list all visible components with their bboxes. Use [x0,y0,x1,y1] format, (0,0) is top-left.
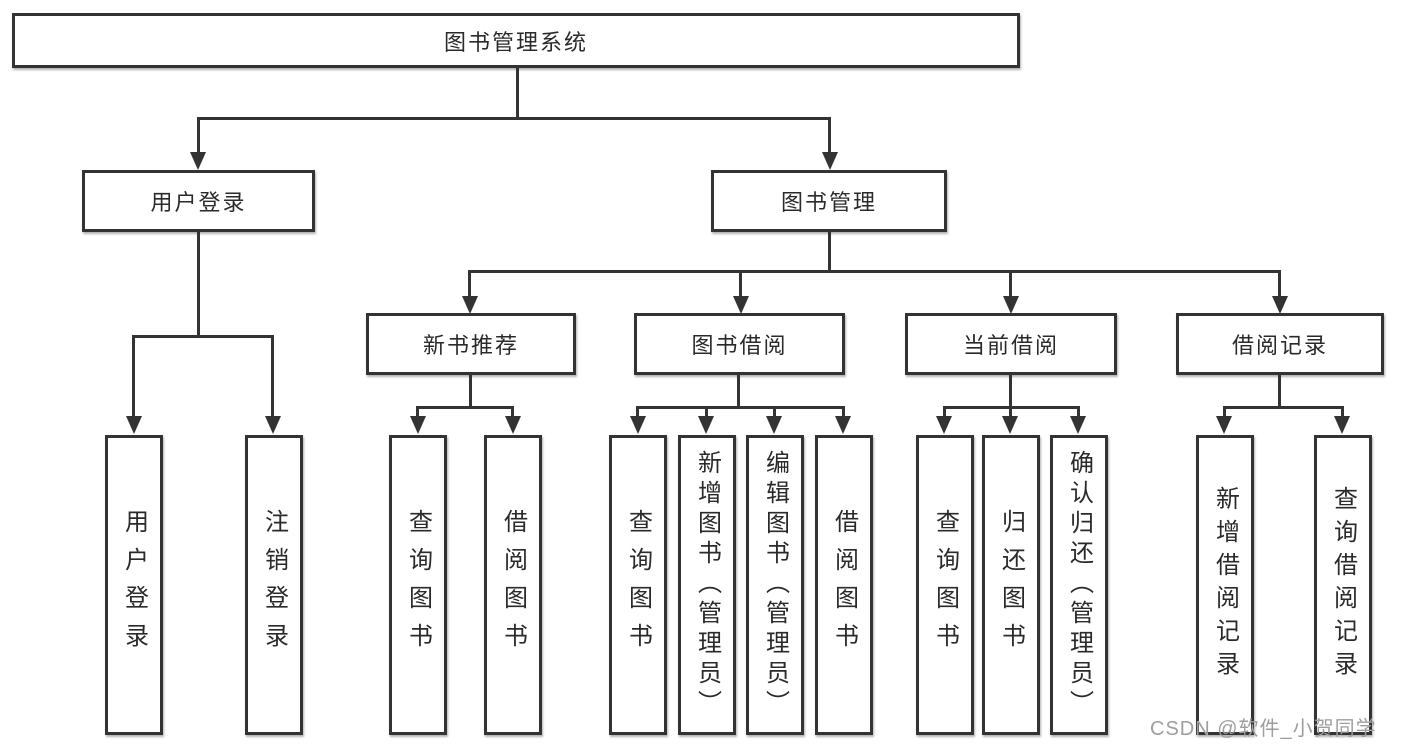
connector-book-mgmt-stem [828,232,831,272]
leaf-query-book-recommend: 查询图书 [389,435,447,735]
connector-root-stem [516,68,519,118]
connector-borrow-record-stem [1278,375,1281,408]
arrowhead-down-icon [1216,416,1232,434]
connector-book-borrow-stem [737,375,740,408]
arrowhead-down-icon [1003,296,1019,314]
connector-drop-leaf [1077,406,1080,418]
connector-new-book-hbar [416,406,514,409]
connector-drop-leaf [416,406,419,418]
leaf-user-login: 用户登录 [105,435,163,735]
connector-drop-leaf [132,335,135,417]
connector-drop-leaf [271,335,274,417]
leaf-borrow-book: 借阅图书 [815,435,873,735]
arrowhead-down-icon [630,416,646,434]
leaf-query-borrow-record: 查询借阅记录 [1314,435,1372,735]
arrowhead-down-icon [505,416,521,434]
arrowhead-down-icon [265,416,281,434]
node-borrow-record: 借阅记录 [1176,313,1384,375]
connector-drop-leaf [705,406,708,418]
connector-current-borrow-stem [1009,375,1012,408]
csdn-watermark: CSDN @软件_小贺同学 [1150,718,1377,740]
connector-drop-leaf [842,406,845,418]
arrowhead-down-icon [822,152,838,170]
arrowhead-down-icon [835,416,851,434]
connector-user-login-stem [197,232,200,337]
arrowhead-down-icon [1002,416,1018,434]
connector-drop-leaf [636,406,639,418]
node-book-management: 图书管理 [711,170,947,232]
node-user-login: 用户登录 [82,170,315,232]
arrowhead-down-icon [936,416,952,434]
connector-borrow-record-hbar [1223,406,1344,409]
leaf-logout: 注销登录 [245,435,303,735]
connector-drop-book-mgmt [828,117,831,153]
node-book-borrow: 图书借阅 [634,313,845,375]
connector-drop-leaf [773,406,776,418]
leaf-add-borrow-record: 新增借阅记录 [1196,435,1254,735]
leaf-borrow-book-recommend: 借阅图书 [484,435,542,735]
connector-level3-hbar [468,270,1281,273]
leaf-return-book: 归还图书 [982,435,1040,735]
connector-drop-leaf [511,406,514,418]
connector-user-login-hbar [132,335,274,338]
connector-book-borrow-hbar [636,406,845,409]
arrowhead-down-icon [1272,296,1288,314]
node-current-borrow: 当前借阅 [905,313,1117,375]
arrowhead-down-icon [1334,416,1350,434]
arrowhead-down-icon [190,152,206,170]
connector-new-book-stem [469,375,472,408]
arrowhead-down-icon [126,416,142,434]
leaf-query-book-borrow: 查询图书 [609,435,667,735]
connector-drop-leaf [943,406,946,418]
arrowhead-down-icon [462,296,478,314]
leaf-edit-book-admin: 编辑图书（管理员） [746,435,804,735]
node-new-book-recommend: 新书推荐 [366,313,576,375]
arrowhead-down-icon [766,416,782,434]
connector-level2-hbar [197,117,831,120]
connector-drop-new-book [468,270,471,297]
arrowhead-down-icon [1070,416,1086,434]
connector-drop-leaf [1009,406,1012,418]
connector-drop-borrow-record [1278,270,1281,297]
arrowhead-down-icon [733,296,749,314]
leaf-confirm-return-admin: 确认归还（管理员） [1050,435,1108,735]
connector-drop-current-borrow [1009,270,1012,297]
connector-drop-user-login [197,117,200,153]
connector-drop-book-borrow [739,270,742,297]
connector-drop-leaf [1223,406,1226,418]
node-root: 图书管理系统 [12,13,1020,68]
connector-drop-leaf [1341,406,1344,418]
leaf-query-book-current: 查询图书 [916,435,974,735]
leaf-add-book-admin: 新增图书（管理员） [678,435,736,735]
arrowhead-down-icon [410,416,426,434]
arrowhead-down-icon [698,416,714,434]
